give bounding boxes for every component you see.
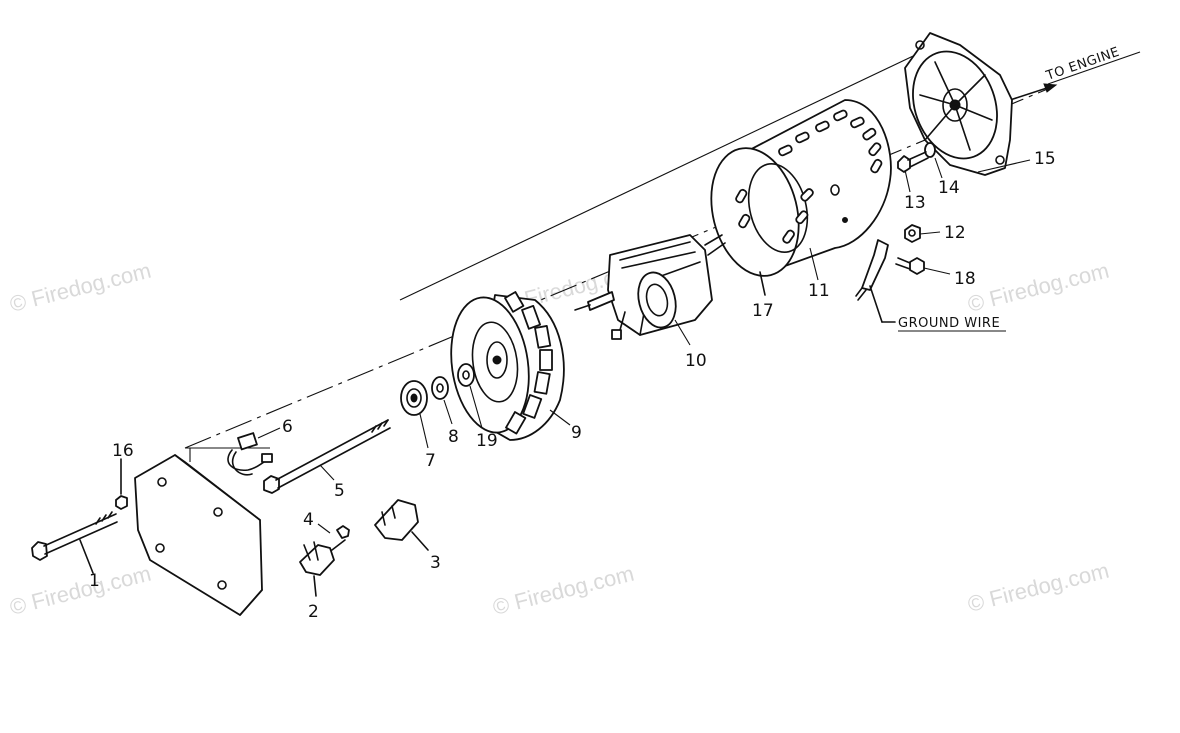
part-3-brush-block <box>374 499 429 551</box>
callout-9: 9 <box>571 423 582 443</box>
callout-1: 1 <box>89 571 100 591</box>
watermark: © Firedog.com <box>7 258 153 317</box>
callout-7: 7 <box>425 451 436 471</box>
housing-vents <box>735 109 883 244</box>
to-engine-arrow: TO ENGINE <box>1009 45 1141 101</box>
callouts: 1 2 3 4 5 6 7 8 9 10 11 12 13 14 15 16 1… <box>89 149 1056 622</box>
callout-16: 16 <box>112 441 134 461</box>
callout-2: 2 <box>308 602 319 622</box>
watermark: © Firedog.com <box>965 558 1111 617</box>
callout-10: 10 <box>685 351 707 371</box>
watermark: © Firedog.com <box>965 258 1111 317</box>
to-engine-label: TO ENGINE <box>1043 45 1121 84</box>
callout-14: 14 <box>938 178 960 198</box>
part-5-through-bolt <box>263 419 391 494</box>
callout-11: 11 <box>808 281 830 301</box>
part-17-leader <box>759 271 766 296</box>
callout-19: 19 <box>476 431 498 451</box>
callout-4: 4 <box>303 510 314 530</box>
leader-lines <box>257 157 1031 534</box>
callout-13: 13 <box>904 193 926 213</box>
part-10-rotor <box>574 234 726 340</box>
center-axis-line <box>184 87 1051 449</box>
part-9-fan <box>450 291 565 441</box>
watermark: © Firedog.com <box>490 561 636 620</box>
callout-3: 3 <box>430 553 441 573</box>
fan-blades <box>504 291 553 435</box>
ground-wire: GROUND WIRE <box>855 239 1006 332</box>
part-1-bolt <box>31 511 118 574</box>
part-8-washer <box>431 376 449 400</box>
callout-17: 17 <box>752 301 774 321</box>
part-19-washer <box>457 363 475 387</box>
top-guide-line <box>399 47 931 301</box>
part-18-bolt <box>895 257 925 275</box>
callout-12: 12 <box>944 223 966 243</box>
part-2-brush-holder <box>299 539 346 597</box>
callout-5: 5 <box>334 481 345 501</box>
part-14-washer <box>924 142 936 158</box>
end-cover-plate <box>134 454 263 616</box>
part-13-bolt <box>897 151 929 173</box>
ground-wire-label: GROUND WIRE <box>898 316 1000 331</box>
callout-8: 8 <box>448 427 459 447</box>
part-11-housing <box>710 99 892 277</box>
callout-15: 15 <box>1034 149 1056 169</box>
part-15-end-bell <box>904 32 1013 176</box>
part-4-screw <box>336 525 350 539</box>
part-12-nut <box>904 224 921 243</box>
part-16-washer <box>115 458 128 510</box>
part-6-connector <box>227 432 273 476</box>
part-7-bearing <box>400 380 428 416</box>
callout-18: 18 <box>954 269 976 289</box>
callout-6: 6 <box>282 417 293 437</box>
watermark: © Firedog.com <box>7 561 153 620</box>
